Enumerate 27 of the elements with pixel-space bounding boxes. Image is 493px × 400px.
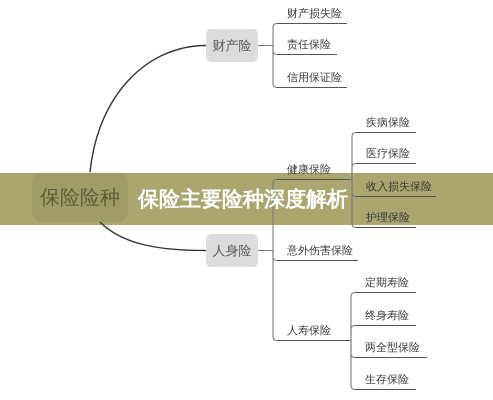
connector-line <box>350 162 356 180</box>
branch-topic: 财产险 <box>206 29 258 62</box>
connector-line <box>89 44 206 172</box>
subtopic-label: 护理保险 <box>356 208 416 228</box>
subtopic-label: 健康保险 <box>277 160 350 180</box>
subtopic-label: 生存保险 <box>355 370 416 390</box>
subtopic-label: 信用保证险 <box>277 68 347 88</box>
central-topic-box <box>32 172 128 222</box>
banner-title: 保险主要险种深度解析 <box>138 186 348 213</box>
subtopic-label: 疾病保险 <box>356 113 416 133</box>
subtopic-label: 定期寿险 <box>355 273 416 293</box>
connector-line <box>350 340 356 390</box>
subtopic-label: 意外伤害保险 <box>277 241 358 261</box>
branch-topic: 人身险 <box>206 234 258 267</box>
subtopic-label: 人寿保险 <box>277 321 350 341</box>
connector-line <box>350 324 356 342</box>
subtopic-label: 终身寿险 <box>355 306 416 326</box>
connector-line <box>350 178 356 228</box>
connector-line <box>100 221 206 252</box>
central-topic-text: 保险险种 <box>40 185 120 209</box>
subtopic-label: 责任保险 <box>277 35 337 55</box>
subtopic-label: 医疗保险 <box>356 144 416 164</box>
subtopic-label: 两全型保险 <box>355 338 427 358</box>
connector-line <box>258 250 278 342</box>
subtopic-label: 收入损失保险 <box>356 177 436 197</box>
subtopic-label: 财产损失险 <box>277 4 347 24</box>
connector-line <box>258 44 278 88</box>
